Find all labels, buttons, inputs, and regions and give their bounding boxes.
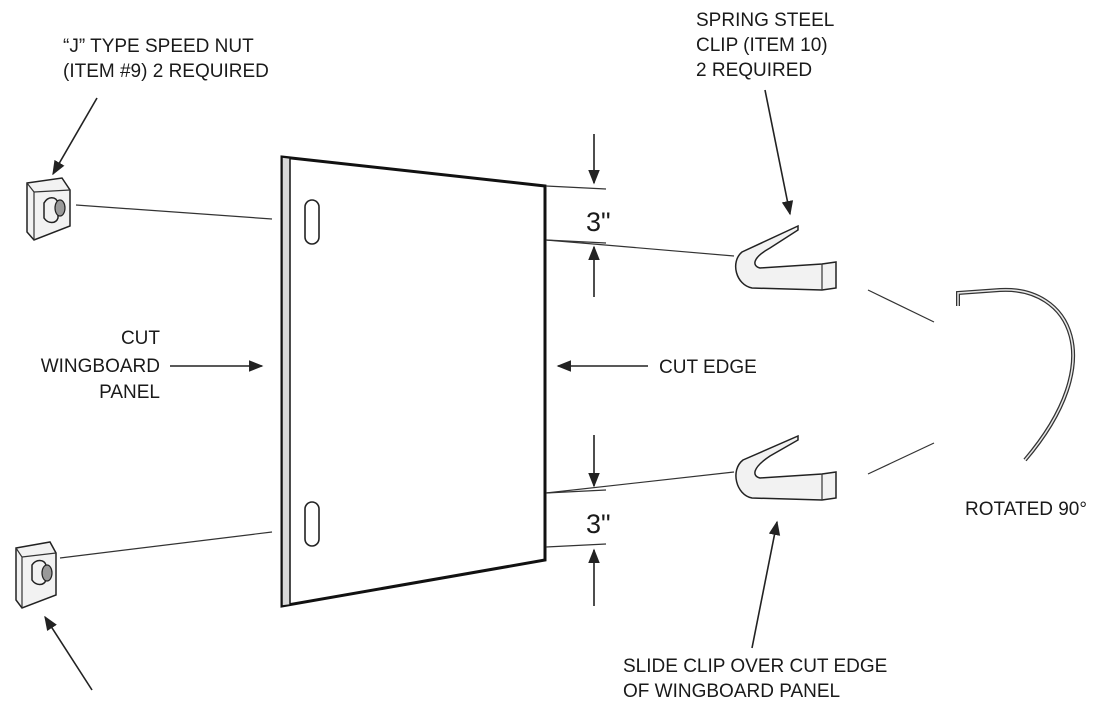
spring-clip-label-line1: SPRING STEEL	[696, 10, 834, 31]
speed-nut-bottom	[15, 541, 57, 609]
dimension-top-label: 3"	[586, 207, 611, 237]
panel-label-line3: PANEL	[99, 382, 160, 403]
arrow-slide-clip	[751, 520, 781, 649]
slide-clip-label-line1: SLIDE CLIP OVER CUT EDGE	[623, 656, 887, 677]
wingboard-panel	[280, 155, 547, 608]
rotated-clip-profile	[956, 287, 1076, 462]
dimension-bottom	[545, 435, 607, 606]
cut-edge-label: CUT EDGE	[659, 357, 757, 378]
spring-clip-bottom	[735, 434, 837, 501]
arrow-speed-nut-top	[52, 97, 98, 176]
panel-label-line2: WINGBOARD	[41, 356, 160, 377]
spring-clip-top	[734, 224, 837, 291]
speed-nut-label-line2: (ITEM #9) 2 REQUIRED	[63, 61, 269, 82]
panel-slot-top	[304, 199, 320, 245]
nut-leader-bottom	[59, 531, 273, 559]
panel-slot-bottom	[304, 501, 320, 547]
rotated-leader-bottom	[867, 442, 935, 475]
speed-nut-top	[26, 177, 71, 241]
panel-label-line1: CUT	[121, 328, 160, 349]
slide-clip-label-line2: OF WINGBOARD PANEL	[623, 681, 840, 701]
dimension-top	[545, 134, 607, 297]
nut-leader-top	[75, 204, 273, 220]
clip-leader-bottom	[545, 471, 735, 494]
arrow-speed-nut-bottom	[44, 615, 93, 691]
dimension-bottom-label: 3"	[586, 509, 611, 539]
rotated-label: ROTATED 90°	[965, 499, 1087, 520]
clip-leader-top	[545, 239, 735, 257]
arrow-spring-clip	[764, 89, 794, 216]
speed-nut-label-line1: “J” TYPE SPEED NUT	[63, 36, 254, 57]
spring-clip-label-line3: 2 REQUIRED	[696, 60, 812, 81]
spring-clip-label-line2: CLIP (ITEM 10)	[696, 35, 828, 56]
rotated-leader-top	[867, 289, 935, 323]
